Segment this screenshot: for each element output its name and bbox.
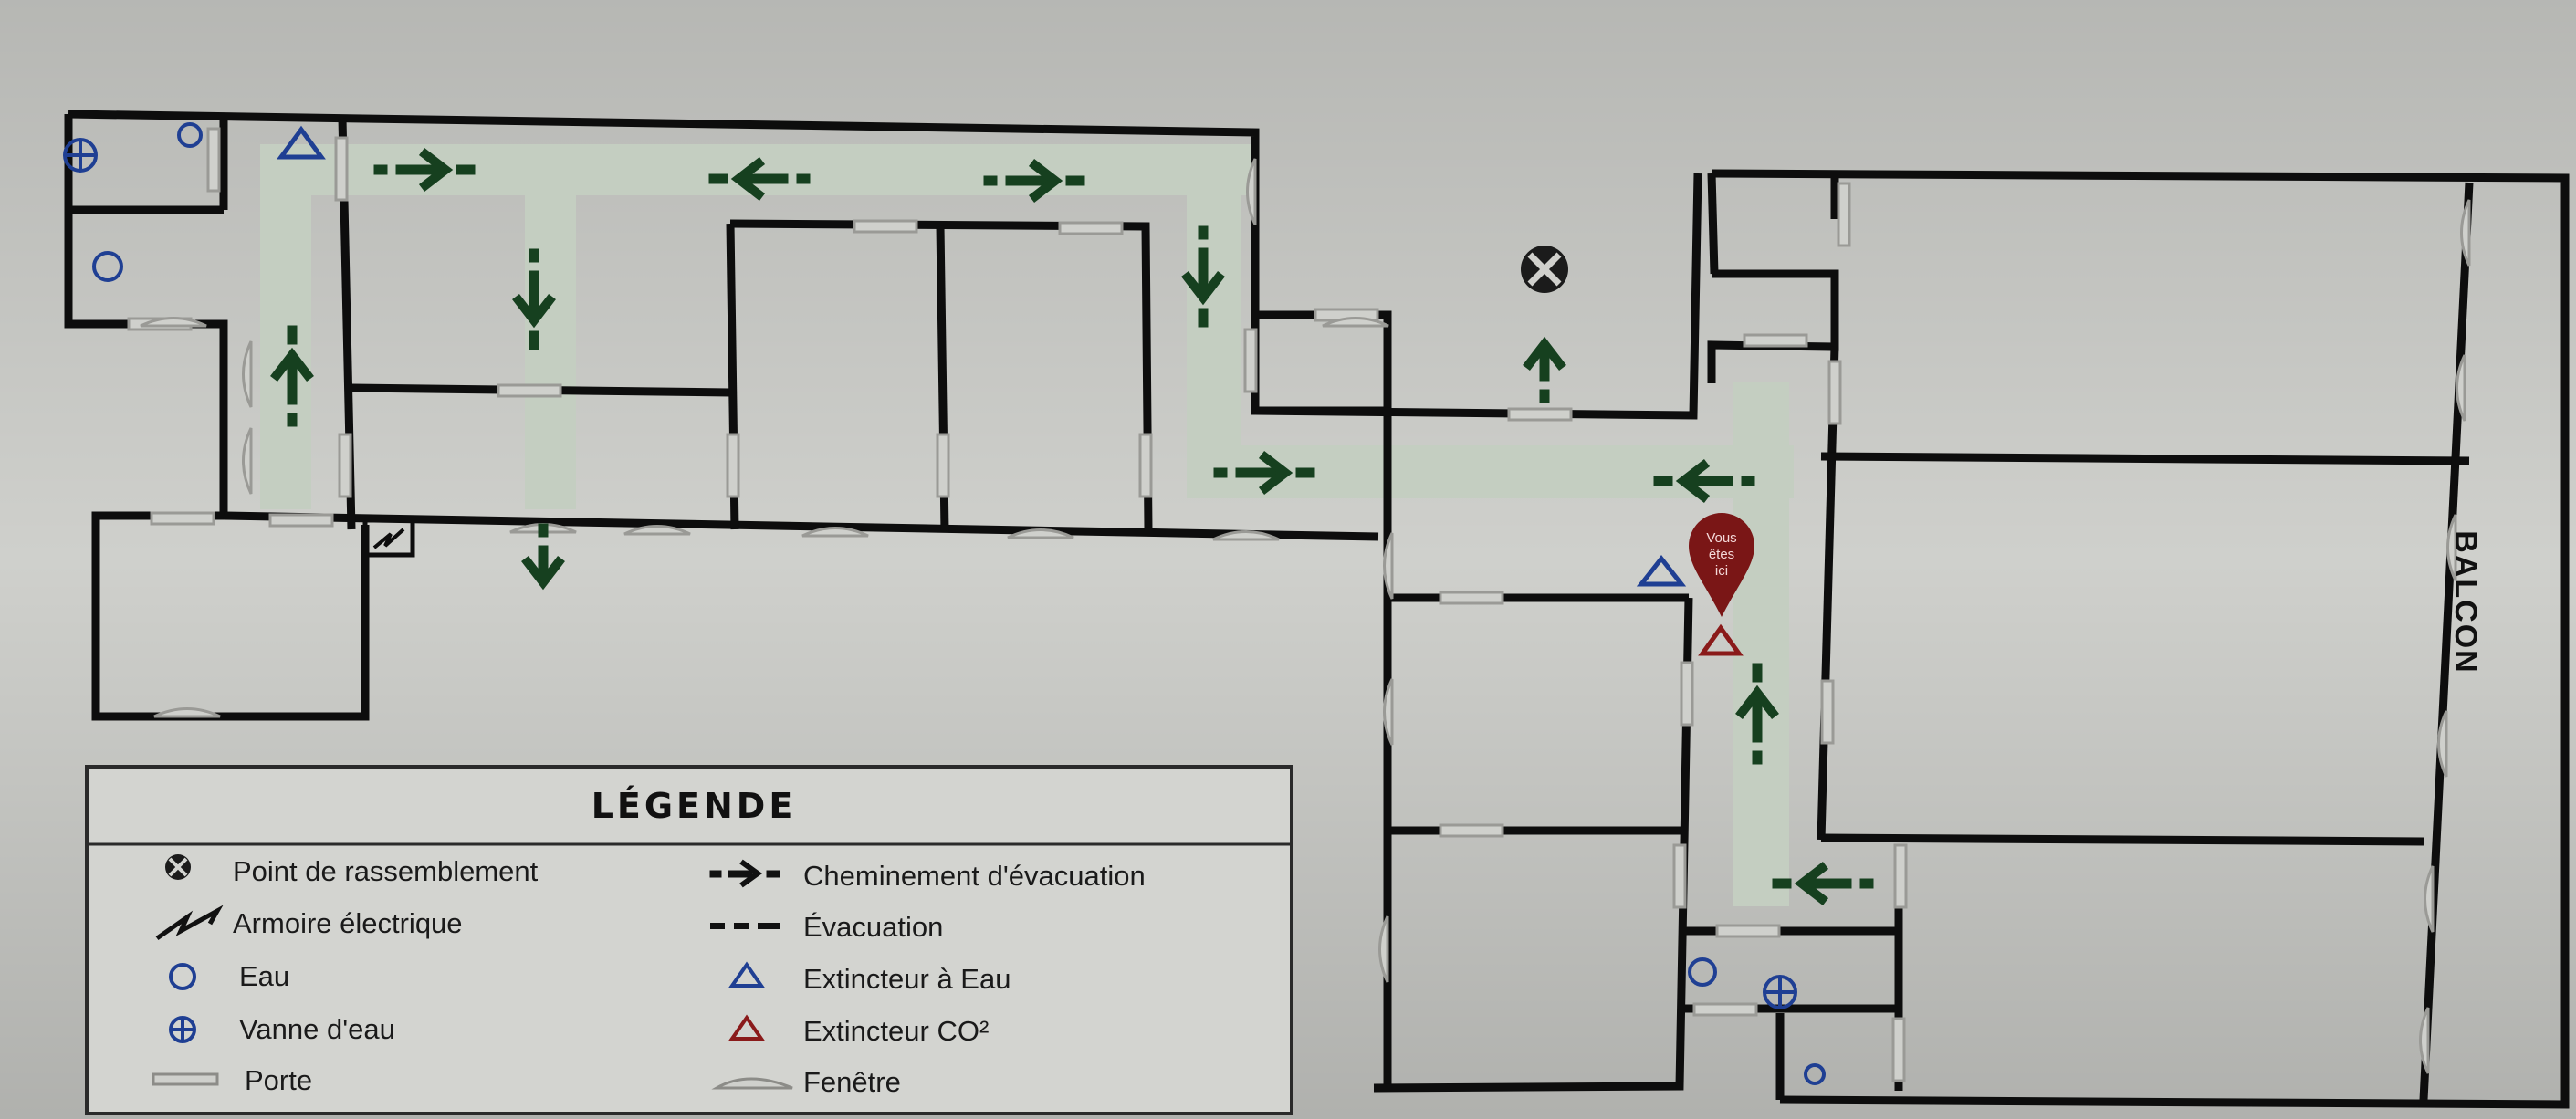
water-valve-icon	[63, 138, 98, 173]
assembly-point-icon	[1521, 246, 1568, 293]
co2-extinguisher-icon	[728, 1014, 765, 1041]
door-icon	[152, 1072, 219, 1086]
legend-label-electrical-cabinet: Armoire électrique	[233, 907, 463, 939]
water-valve-icon	[1763, 975, 1797, 1009]
legend-label-co2-extinguisher: Extincteur CO²	[803, 1015, 989, 1047]
water-icon	[92, 251, 123, 282]
legend-label-water: Eau	[239, 960, 289, 992]
legend-title: LÉGENDE	[592, 786, 797, 826]
water-icon	[169, 963, 196, 990]
legend-label-evacuation-route: Cheminement d'évacuation	[803, 860, 1146, 892]
electrical-cabinet-icon	[155, 905, 224, 941]
legend-label-window: Fenêtre	[803, 1066, 901, 1098]
you-are-here-line3: ici	[1715, 563, 1728, 579]
water-icon	[1804, 1063, 1826, 1085]
water-icon	[1688, 957, 1717, 987]
water-icon	[177, 122, 203, 148]
legend-label-door: Porte	[245, 1064, 312, 1096]
evacuation-icon	[710, 923, 780, 929]
legend-label-water-extinguisher: Extincteur à Eau	[803, 963, 1011, 995]
you-are-here-marker: Vous êtes ici	[1689, 513, 1754, 617]
water-extinguisher-icon	[277, 125, 326, 160]
electrical-cabinet-icon	[372, 528, 405, 549]
water-valve-icon	[169, 1016, 196, 1043]
water-extinguisher-icon	[728, 961, 765, 988]
co2-extinguisher-icon	[1698, 623, 1744, 656]
legend-label-water-valve: Vanne d'eau	[239, 1013, 395, 1045]
evacuation-route-icon	[709, 859, 780, 888]
legend-label-evacuation: Évacuation	[803, 911, 943, 943]
legend-box	[85, 765, 1293, 1115]
electrical-cabinet	[362, 518, 415, 558]
balcony-label: BALCON	[2448, 530, 2483, 674]
legend: LÉGENDE Point de rassemblement Armoire é…	[85, 765, 1293, 1115]
legend-label-assembly-point: Point de rassemblement	[233, 855, 539, 887]
you-are-here-line2: êtes	[1709, 547, 1734, 562]
you-are-here-line1: Vous	[1706, 530, 1736, 546]
assembly-point-icon	[165, 854, 191, 880]
window-icon	[711, 1077, 793, 1090]
water-extinguisher-icon	[1636, 554, 1687, 587]
